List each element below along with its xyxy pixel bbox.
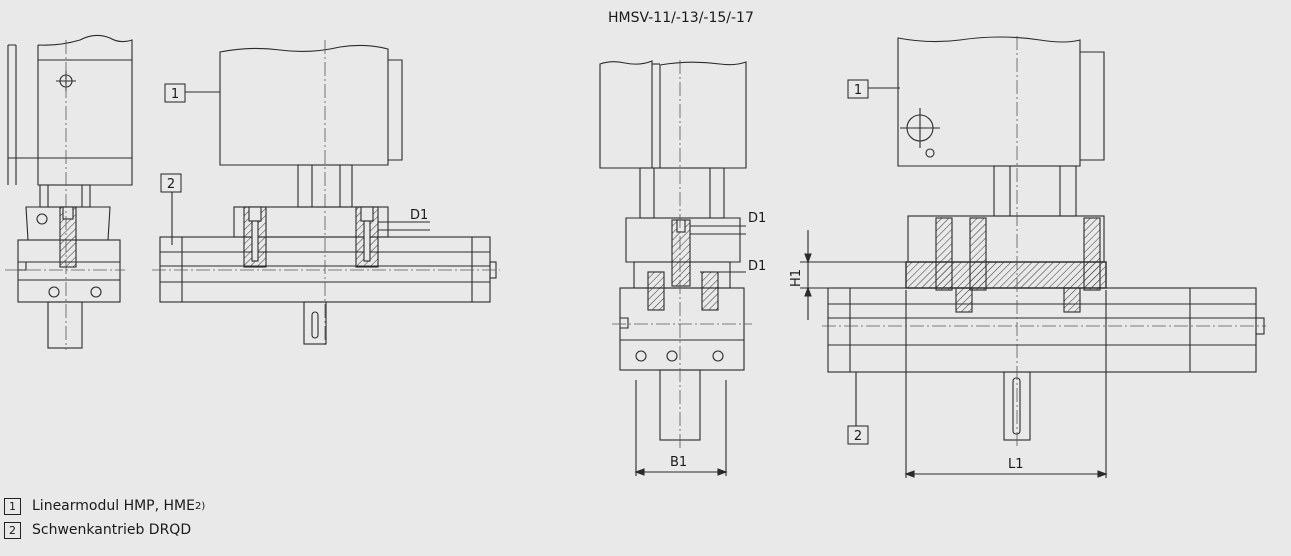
- view-4-front: [800, 36, 1265, 478]
- dim-d1-view2: D1: [410, 208, 428, 223]
- legend-item-2: 2 Schwenkantrieb DRQD: [4, 518, 205, 542]
- dim-l1: L1: [1008, 457, 1024, 472]
- dim-h1: H1: [789, 269, 804, 287]
- drawing-title: HMSV-11/-13/-15/-17: [608, 10, 754, 26]
- legend-footnote: 2): [194, 500, 206, 512]
- dim-d1-view3-upper: D1: [748, 211, 766, 226]
- callout-1-view2: 1: [171, 87, 179, 102]
- callout-boxes: 1 2 1 2: [160, 79, 869, 445]
- view-3-side: [599, 60, 747, 476]
- dim-d1-view3-lower: D1: [748, 259, 766, 274]
- view-2-front: [159, 44, 497, 345]
- center-lines: [5, 36, 1266, 450]
- dim-b1: B1: [670, 455, 687, 470]
- legend-number-box: 1: [4, 497, 21, 515]
- view-1-side: [7, 34, 133, 349]
- legend-text: Linearmodul HMP, HME: [32, 498, 195, 514]
- callout-1-view4: 1: [854, 83, 862, 98]
- legend-text: Schwenkantrieb DRQD: [32, 522, 192, 538]
- callout-2-view4: 2: [854, 429, 862, 444]
- callout-2-view2: 2: [167, 177, 175, 192]
- legend-number-box: 2: [4, 521, 21, 539]
